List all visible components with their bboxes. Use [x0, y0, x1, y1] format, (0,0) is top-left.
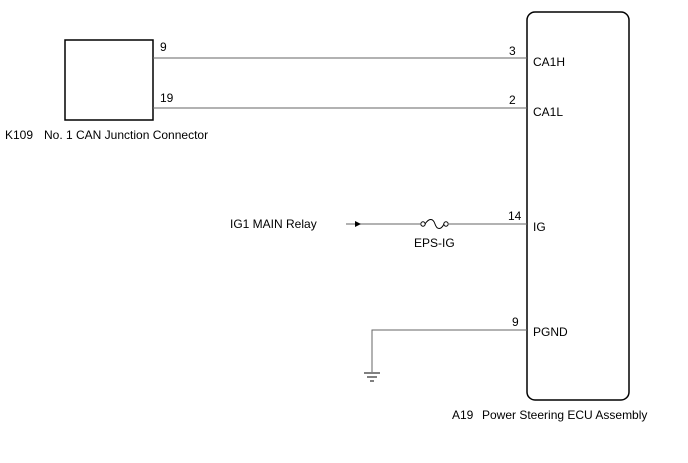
ecu-code: A19: [452, 408, 474, 422]
ecu-terminal-pgnd: PGND: [533, 325, 568, 339]
arrow-head-icon: [355, 221, 361, 227]
fuse-icon: [420, 219, 449, 229]
ground-wire: [371, 329, 527, 372]
ecu-name: Power Steering ECU Assembly: [482, 408, 647, 422]
ecu-terminal-ca1h: CA1H: [533, 55, 565, 69]
ecu-terminal-ig: IG: [533, 220, 546, 234]
ecu-box: [526, 11, 630, 401]
junction-connector-name: No. 1 CAN Junction Connector: [44, 128, 208, 142]
ecu-pin-ca1l-number: 2: [509, 93, 516, 107]
ecu-pin-ca1h-number: 3: [509, 44, 516, 58]
ecu-terminal-ca1l: CA1L: [533, 105, 563, 119]
junction-pin-can-low: 19: [160, 91, 174, 105]
junction-pin-can-high: 9: [160, 40, 167, 54]
ecu-pin-pgnd-number: 9: [512, 315, 519, 329]
fuse-label: EPS-IG: [414, 236, 455, 250]
ground-icon: [364, 372, 380, 382]
power-source-label: IG1 MAIN Relay: [230, 217, 317, 231]
junction-connector-code: K109: [5, 128, 33, 142]
ecu-pin-ig-number: 14: [508, 209, 522, 223]
junction-connector-box: [64, 39, 154, 121]
